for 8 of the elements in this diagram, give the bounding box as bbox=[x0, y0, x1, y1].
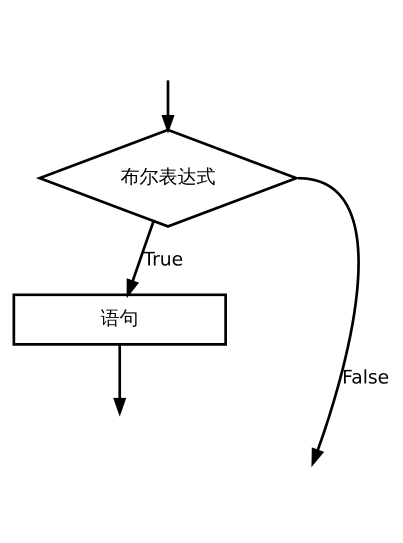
node-box: 语句 bbox=[12, 292, 227, 346]
arrow bbox=[113, 344, 126, 416]
node-diamond: 布尔表达式 bbox=[36, 128, 300, 228]
arrow bbox=[126, 220, 155, 298]
arrow bbox=[298, 176, 360, 467]
edge-label: True bbox=[143, 249, 184, 270]
edge-label: False bbox=[342, 367, 390, 388]
arrow bbox=[161, 80, 175, 134]
